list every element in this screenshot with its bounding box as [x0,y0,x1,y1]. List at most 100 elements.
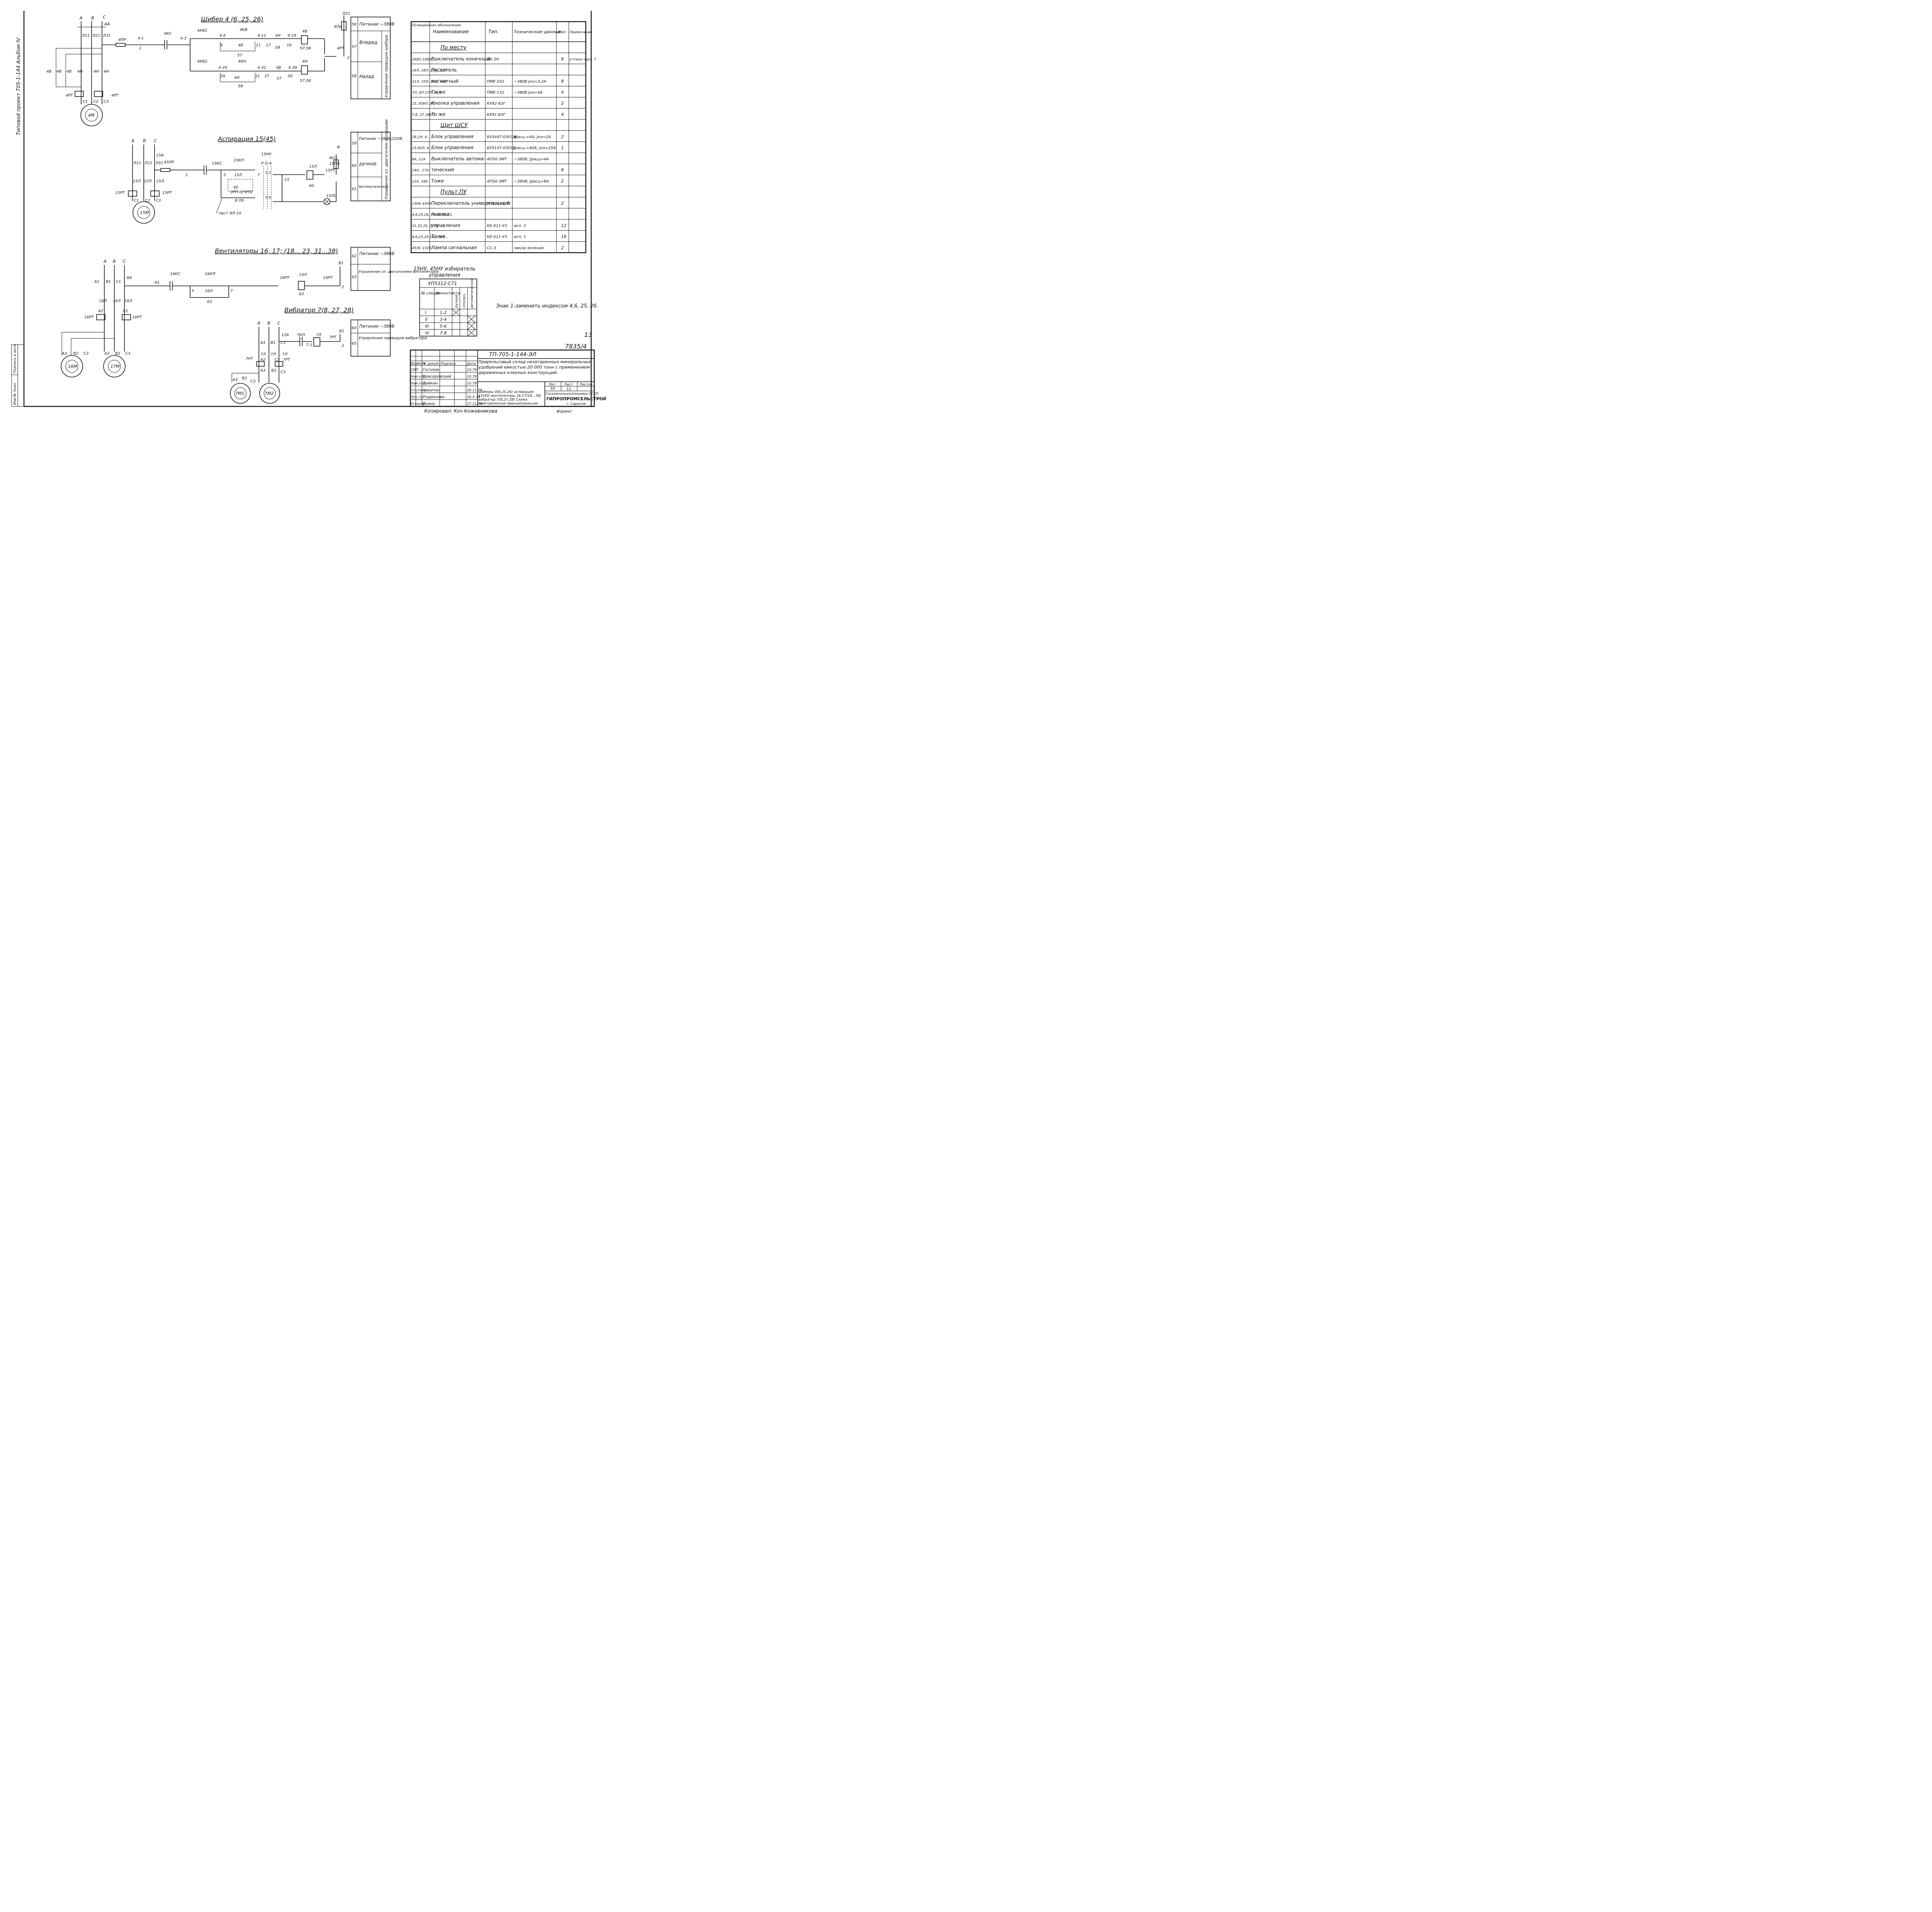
fans-m2-t1: А3 [104,352,109,356]
fans-motor2-outer [103,355,126,377]
damper-phase-b: B [91,15,94,20]
spec-cell: исп. 1 [514,235,526,239]
damper-fuse-label: 4ПР [118,38,126,42]
vibrator-kp-label: 7КП [297,333,305,337]
aspiration-p60b: 60 [309,184,314,188]
damper-rt-label: 4РТ [337,46,344,51]
spec-cell: управления [431,223,460,228]
aspiration-rt-label: 15РТ [325,168,335,173]
selector-closed-mark [467,322,476,330]
aspiration-contact-2: 15Л [144,179,152,184]
vibrator-motor2-outer [259,383,280,404]
vibrator-title: Вибратор 7(8, 27, 28) [284,306,354,314]
fans-b1: В1 [338,261,344,265]
aspiration-p15: 15 [284,178,289,182]
aspiration-fuse [160,168,170,172]
fans-legend-box [350,247,391,291]
damper-title: Шибер 4 (6, 25, 26) [201,15,263,23]
damper-legend-power: Питание ~380В [359,22,395,27]
vibrator-legend-n1: 64 [352,326,357,330]
stamp-sheet-title: Шиберы 4(6,25,26) аспирация 15(45) венти… [478,390,541,406]
stamp-date: 29.11.79 [467,389,482,393]
selector-col-auto: автоматическое [470,278,474,308]
stamp-h-doc: № докум. [422,362,440,366]
vibrator-breaker-label: 12А [281,333,289,337]
aspiration-contact-3: 15Л. [156,179,165,184]
stamp-stage: ТР [550,387,555,391]
spec-cell: Выключатель конечный [431,56,490,61]
vibrator-contact-2: 7Л [270,352,276,357]
damper-kv2-label: 4КВ2 [197,59,207,64]
binding-strip: Инв.№ подл. Подпись и дата [11,344,24,407]
spec-cell: То же [431,234,446,239]
spec-cell: магнитный [431,78,459,84]
section-fans: Вентиляторы 16, 17; (18... 23, 31...38) … [61,247,439,377]
damper-legend-n2: 57 [352,45,357,49]
aspiration-coil-label: 15Л [309,165,317,169]
spec-cell: 12 [561,223,566,228]
stamp-date: 26.X.79 [467,395,480,399]
spec-hdr-type: Тип. [488,29,499,34]
spec-cell: 4 [561,90,564,95]
stamp-code: ТП-705-1-144-ЭЛ [489,352,536,358]
aspiration-pr: 15Пр [329,161,340,166]
spec-cell: То же [431,89,446,95]
selector-col-manual: ручное [455,294,459,308]
damper-p57: 57 [237,53,242,58]
fans-relay-1 [96,314,105,320]
vibrator-legend-box [350,320,391,357]
vibrator-phase-a: А [257,321,260,326]
stamp-org-2: ГИПРОПРОМСЕЛЬСТРОЙ [546,396,606,401]
stamp-org-3: г. Саратов [566,402,586,406]
damper-node-4-19: 4-19 [287,34,296,38]
stamp-stage-hdr-lists: Листов [579,383,593,387]
vibrator-b1: В1 [339,329,344,333]
vibrator-sub-b2: В2 [242,376,247,381]
spec-cell: Пульт ПУ [440,189,467,195]
vibrator-line-a1: А1 [260,341,265,345]
spec-cell: Кнопка [431,212,449,217]
stamp-person: Есина [423,402,435,406]
aspiration-p7: 7 [257,173,260,177]
stamp-h-date: Дата [466,362,476,366]
spec-cell: СС-3 [487,246,496,250]
spec-cell: 31,33,35, 37КС [412,224,439,228]
fans-breaker-label: 8А [127,276,132,280]
spec-cell: 15,45Л, А [412,146,429,150]
spec-cell: Jрасц.=40А; Jнэ=25А [513,146,556,150]
damper-relay-2 [94,91,103,97]
aspiration-sheet-ref: лист ЭЛ-10 [218,211,241,216]
fans-line-a1: А1 [94,280,99,284]
damper-contact-3: 4В [66,70,71,74]
aspiration-breaker-label: 15А [156,153,164,158]
damper-fuse [116,43,126,47]
damper-p58: 58 [275,46,280,50]
section-damper: Шибер 4 (6, 25, 26) A B C 4A Л11 Л21 Л31… [46,12,395,126]
stamp-role: Нач.отд. [411,375,427,379]
selector-section: II [425,317,428,322]
selector-table: 15НУ, 45НУ избиратель управления УП5312-… [413,266,477,337]
stamp-person: Родионова [423,395,444,399]
spec-cell: 15, 45КП, КС [412,102,435,106]
vibrator-line-b1: В1 [270,341,276,345]
vibrator-relay-1-label: 7РТ [246,357,253,361]
damper-l21: Л21 [342,12,350,16]
spec-hdr-tech: Технические данные [514,29,561,34]
spec-cell: Щит ШСУ [440,122,468,129]
vibrator-rt-label: 7РТ [329,335,337,340]
aspiration-fuse-ctrl [333,160,339,169]
selector-type: УП5312-С71 [428,281,457,286]
fans-phase-a: А [103,259,107,264]
spec-cell: 4,6,25,26, 16,18,20,22, [412,213,453,217]
spec-cell: учтено черт. 7 [569,58,596,61]
aspiration-k34: 3-4 [265,196,271,200]
section-vibrator: Вибратор 7(8, 27, 28) А В С 12А А1 В1 С1… [230,306,427,404]
aspiration-term-c3: С3 [156,199,161,203]
damper-line-l21: Л21 [92,34,100,38]
fans-t2-a2: А2 [98,309,103,313]
spec-cell: ~380В, Jрасц=4А [514,157,549,161]
fans-contact-3: 16Л [124,299,133,303]
aspiration-l-label: 15Л [234,173,242,177]
fans-contact-1: 16Л [99,299,107,303]
